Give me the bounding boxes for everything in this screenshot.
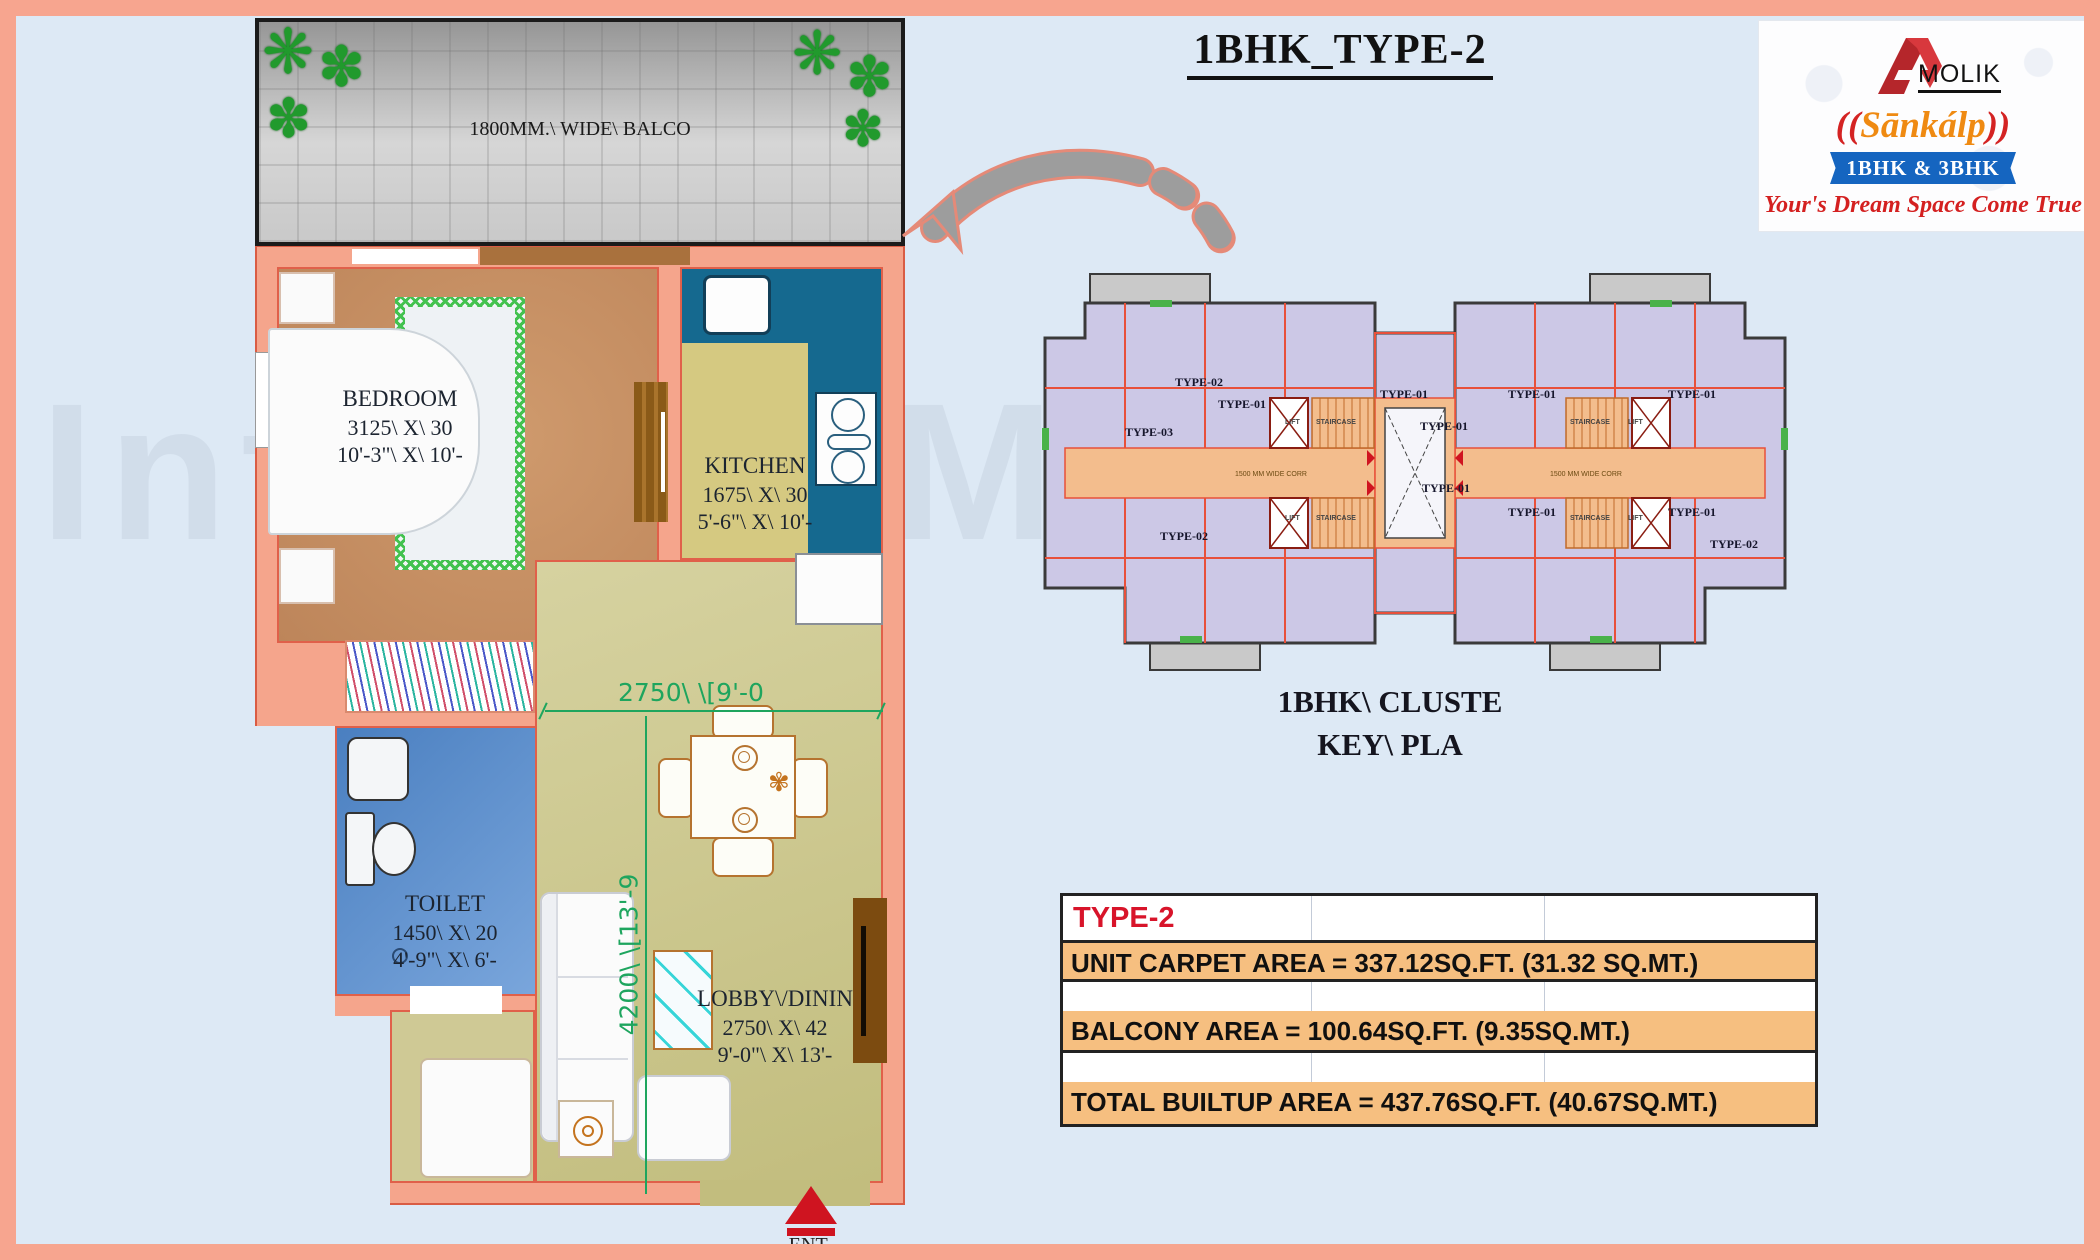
- dimension-line-vertical: [645, 716, 647, 1194]
- key-plan-label: TYPE-03: [1125, 425, 1173, 439]
- key-plan-label: TYPE-02: [1160, 529, 1208, 543]
- dining-chair: [712, 837, 774, 877]
- burner-icon: [831, 450, 865, 484]
- toilet-door-opening: [410, 986, 502, 1014]
- dining-chair: [658, 758, 694, 818]
- room-label-lobby: LOBBY\/DININ 2750\ X\ 42 9'-0"\ X\ 13'-: [697, 986, 853, 1068]
- cluster-key-plan: TYPE-02TYPE-03TYPE-01TYPE-02TYPE-01TYPE-…: [1042, 273, 1788, 671]
- page-title: 1BHK_TYPE-2: [1080, 26, 1600, 80]
- bed: [268, 328, 480, 535]
- burner-icon: [831, 398, 865, 432]
- page-title-text: 1BHK_TYPE-2: [1187, 26, 1493, 80]
- amolik-brand-text: MOLIK: [1918, 60, 2001, 93]
- dimension-label-horizontal: 2750\ \[9'-0: [618, 678, 764, 707]
- key-plan-label: TYPE-01: [1380, 387, 1428, 401]
- key-plan-label: TYPE-01: [1420, 419, 1468, 433]
- plate-icon: [732, 807, 758, 833]
- gas-stove: [815, 392, 877, 486]
- entrance-arrow-icon: [785, 1186, 837, 1224]
- balcony-label: 1800MM.\ WIDE\ BALCO: [469, 118, 691, 140]
- pointer-arrow: [902, 148, 1242, 267]
- key-plan-label: TYPE-01: [1422, 481, 1470, 495]
- key-plan-label: LIFT: [1285, 515, 1300, 522]
- balcony-opening: [352, 249, 478, 264]
- area-table-header: TYPE-2: [1073, 902, 1175, 934]
- room-label-toilet: TOILET 1450\ X\ 20 4'-9"\ X\ 6'-: [392, 891, 498, 973]
- wardrobe: [345, 640, 535, 713]
- table-column-line: [1544, 896, 1546, 1124]
- plant-icon: ✽: [846, 47, 893, 109]
- area-table-row-builtup: TOTAL BUILTUP AREA = 437.76SQ.FT. (40.67…: [1063, 1082, 1815, 1124]
- armchair: [637, 1075, 731, 1161]
- balcony-door: [480, 247, 690, 265]
- nightstand: [279, 272, 335, 324]
- wc-tank: [345, 812, 375, 886]
- plant-icon: ✽: [842, 101, 884, 157]
- plant-icon: ✽: [266, 89, 312, 149]
- key-plan-label: LIFT: [1628, 515, 1643, 522]
- wall-notch: [253, 726, 335, 1018]
- table-decor-icon: ✾: [768, 768, 790, 797]
- bhk-ribbon: 1BHK & 3BHK: [1830, 152, 2016, 184]
- plant-icon: ✽: [318, 37, 365, 99]
- plate-icon: [732, 745, 758, 771]
- brand-tagline: Your's Dream Space Come True: [1764, 192, 2082, 218]
- tv-unit: [853, 898, 887, 1063]
- key-plan-label: STAIRCASE: [1316, 515, 1356, 522]
- kitchen-sink: [703, 275, 771, 335]
- dining-chair: [792, 758, 828, 818]
- sofa-back: [542, 894, 558, 1140]
- key-plan-label: STAIRCASE: [1570, 515, 1610, 522]
- entrance-label: ENT.: [788, 1234, 832, 1256]
- key-plan-caption-line2: KEY\ PLA: [1317, 727, 1463, 763]
- floor-drain: [392, 948, 408, 964]
- brand-logo: MOLIK ((Sānkálp)) 1BHK & 3BHK Your's Dre…: [1758, 20, 2088, 232]
- wash-basin: [347, 737, 409, 801]
- nightstand: [279, 548, 335, 604]
- compass-decor-icon: [573, 1116, 603, 1146]
- key-plan-caption: 1BHK\ CLUSTE KEY\ PLA: [1190, 680, 1590, 767]
- bedroom-door: [634, 382, 668, 522]
- area-table: TYPE-2 UNIT CARPET AREA = 337.12SQ.FT. (…: [1060, 893, 1818, 1127]
- key-plan-label: TYPE-01: [1668, 387, 1716, 401]
- key-plan-label: TYPE-01: [1508, 505, 1556, 519]
- key-plan-label: LIFT: [1285, 419, 1300, 426]
- table-column-line: [1311, 896, 1313, 1124]
- kitchen-appliance: [795, 553, 883, 625]
- plant-icon: ❋: [792, 21, 843, 87]
- plant-icon: ❋: [262, 19, 314, 87]
- room-label-kitchen: KITCHEN 1675\ X\ 30 5'-6"\ X\ 10'-: [697, 453, 813, 535]
- key-plan-label: STAIRCASE: [1316, 419, 1356, 426]
- entry-furniture: [420, 1058, 532, 1178]
- sankalp-brand-text: ((Sānkálp)): [1835, 105, 2011, 146]
- area-table-row-balcony: BALCONY AREA = 100.64SQ.FT. (9.35SQ.MT.): [1063, 1011, 1815, 1053]
- key-plan-label: TYPE-01: [1668, 505, 1716, 519]
- key-plan-label: 1500 MM WIDE CORR: [1235, 471, 1307, 478]
- center-table: [653, 950, 713, 1050]
- key-plan-label: LIFT: [1628, 419, 1643, 426]
- wc-bowl: [372, 822, 416, 876]
- dimension-line-horizontal: [545, 710, 883, 712]
- key-plan-label: TYPE-01: [1508, 387, 1556, 401]
- side-table: [558, 1100, 614, 1158]
- dimension-label-vertical: 4200\ \[13'-9: [614, 873, 644, 1036]
- dining-table: [690, 735, 796, 839]
- area-table-row-carpet: UNIT CARPET AREA = 337.12SQ.FT. (31.32 S…: [1063, 940, 1815, 982]
- key-plan-label: TYPE-02: [1710, 537, 1758, 551]
- key-plan-caption-line1: 1BHK\ CLUSTE: [1277, 684, 1503, 719]
- stove-mid: [827, 434, 871, 450]
- key-plan-label: TYPE-02: [1175, 375, 1223, 389]
- balcony-area: 1800MM.\ WIDE\ BALCO: [255, 18, 905, 246]
- area-table-gap: [1063, 1053, 1815, 1082]
- entrance-arrow-bar: [787, 1228, 835, 1236]
- key-plan-label: STAIRCASE: [1570, 419, 1610, 426]
- key-plan-label: TYPE-01: [1218, 397, 1266, 411]
- area-table-gap: [1063, 982, 1815, 1011]
- amolik-a-icon: [1878, 38, 1942, 94]
- sofa: [540, 892, 634, 1142]
- door-handle: [661, 412, 665, 492]
- wall-notch: [253, 1016, 390, 1208]
- room-label-bedroom: BEDROOM 3125\ X\ 30 10'-3"\ X\ 10'-: [337, 386, 463, 468]
- key-plan-label: 1500 MM WIDE CORR: [1550, 471, 1622, 478]
